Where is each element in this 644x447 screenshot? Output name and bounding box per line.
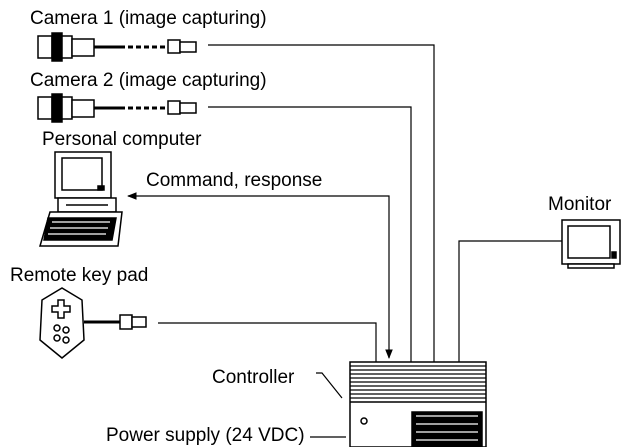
monitor-label: Monitor xyxy=(548,194,612,215)
remote-key-pad-icon xyxy=(39,287,147,359)
controller-label: Controller xyxy=(212,367,295,388)
camera1-icon xyxy=(37,32,197,62)
pc-label: Personal computer xyxy=(42,129,202,150)
connection-lines xyxy=(127,44,562,438)
remote-key-pad-cable xyxy=(158,322,377,362)
camera2-icon xyxy=(37,93,197,123)
controller-leader xyxy=(316,372,343,399)
remote-key-pad-label: Remote key pad xyxy=(10,265,148,286)
camera2-label: Camera 2 (image capturing) xyxy=(30,70,267,91)
camera1-label: Camera 1 (image capturing) xyxy=(30,8,267,29)
command-response-arrow xyxy=(127,192,393,359)
monitor-icon xyxy=(561,219,621,269)
monitor-cable xyxy=(458,240,562,362)
controller-icon xyxy=(349,361,487,447)
command-response-label: Command, response xyxy=(146,170,322,191)
power-supply-label: Power supply (24 VDC) xyxy=(106,425,305,446)
camera2-cable xyxy=(208,106,412,362)
personal-computer-icon xyxy=(38,151,123,247)
camera1-cable xyxy=(208,44,435,362)
